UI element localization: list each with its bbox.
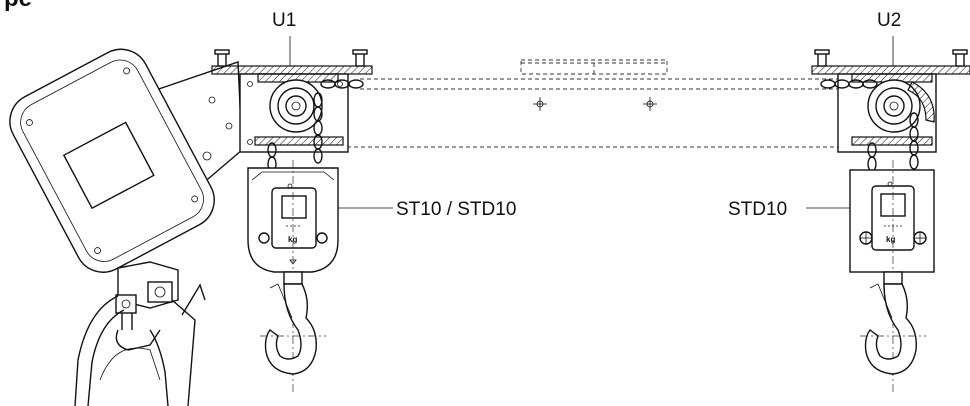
beam-outline [340, 59, 850, 148]
label-u2: U2 [877, 10, 901, 31]
load-cell-std10: kg [849, 160, 935, 392]
page-header-partial: pe [4, 0, 32, 12]
hook-std10 [860, 271, 926, 375]
beam-marker [643, 97, 657, 111]
load-cell-st10: kg [247, 160, 339, 392]
beam-marker [533, 97, 547, 111]
crane-assembly [9, 48, 243, 406]
label-std10: STD10 [728, 199, 787, 220]
trolley-u2 [811, 49, 970, 172]
label-u1: U1 [272, 10, 296, 31]
scale-unit-kg: kg [288, 235, 297, 244]
hook-st10 [260, 271, 326, 375]
label-st10-std10: ST10 / STD10 [396, 199, 516, 220]
scale-unit-kg-std10: kg [886, 235, 895, 244]
trolley-u1 [211, 49, 373, 172]
